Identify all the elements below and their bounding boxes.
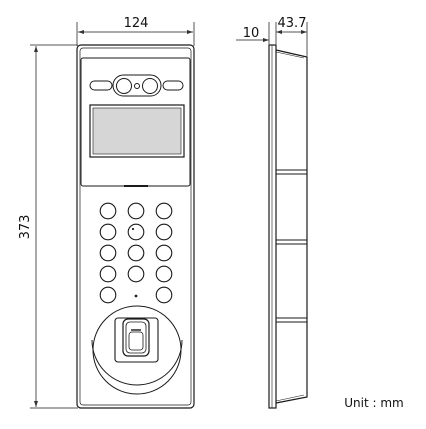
height-dimension: 373: [18, 44, 78, 409]
width-label: 124: [124, 16, 149, 31]
keypad-button-icon: [155, 202, 173, 220]
camera-icon: [116, 78, 132, 94]
side-view: [268, 44, 308, 409]
keypad-marker-dot: [131, 227, 135, 231]
camera-strip: [89, 74, 184, 97]
keypad-button-icon: [127, 265, 145, 283]
front-view: [76, 44, 195, 409]
side-ribs: [276, 169, 307, 323]
keypad-button-icon: [99, 286, 117, 304]
keypad-button-icon: [99, 223, 117, 241]
keypad-button-icon: [127, 244, 145, 262]
keypad-button-icon: [99, 244, 117, 262]
width-dimension: 124: [76, 16, 195, 46]
keypad-button-icon: [155, 286, 173, 304]
flange-label: 10: [243, 26, 260, 41]
camera-icon: [142, 78, 158, 94]
keypad-button-icon: [155, 265, 173, 283]
keypad-button-icon: [99, 265, 117, 283]
fingerprint-area: [91, 305, 183, 395]
keypad-button-icon: [127, 202, 145, 220]
height-label: 373: [18, 215, 33, 240]
keypad-button-icon: [127, 223, 145, 241]
fingerprint-sensor-icon: [122, 318, 150, 357]
unit-label: Unit : mm: [344, 396, 403, 410]
depth-dimension: 10 43.7: [236, 16, 308, 57]
keypad: [99, 202, 173, 304]
depth-label: 43.7: [278, 16, 307, 31]
keypad-button-icon: [155, 244, 173, 262]
keypad-button-icon: [155, 223, 173, 241]
display-screen: [89, 104, 185, 158]
keypad-button-icon: [99, 202, 117, 220]
